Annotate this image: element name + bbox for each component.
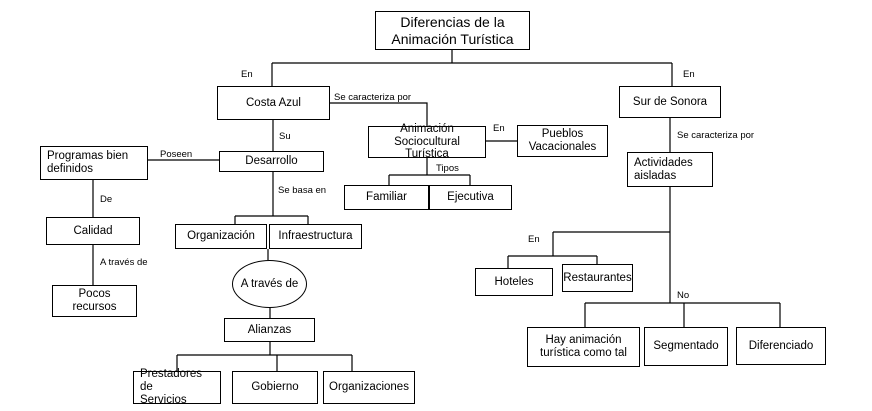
edge-label-en-pueblos: En: [493, 123, 505, 134]
node-diferenciado: Diferenciado: [736, 327, 826, 365]
node-prestadores: Prestadores de Servicios: [133, 368, 221, 406]
node-familiar-label: Familiar: [366, 191, 407, 204]
node-organizaciones-label: Organizaciones: [329, 381, 409, 394]
edge-label-en-hoteles: En: [528, 234, 540, 245]
node-prestadores-label: Prestadores de Servicios: [140, 368, 203, 406]
node-familiar: Familiar: [344, 185, 429, 210]
node-ejecutiva-label: Ejecutiva: [447, 191, 494, 204]
connector-costa-animacion: [330, 102, 428, 126]
node-gobierno: Gobierno: [232, 371, 318, 404]
edge-label-se-basa-en: Se basa en: [278, 185, 327, 196]
connector-animacion-tipos: [388, 158, 471, 185]
connector-title-branches: [271, 50, 673, 86]
node-pueblos-vacacionales: Pueblos Vacacionales: [517, 125, 608, 157]
node-organizacion-label: Organización: [187, 230, 255, 243]
node-infraestructura: Infraestructura: [269, 224, 362, 249]
node-alianzas: Alianzas: [224, 318, 315, 342]
node-calidad: Calidad: [46, 217, 140, 245]
node-ejecutiva: Ejecutiva: [429, 185, 512, 210]
edge-label-poseen: Poseen: [160, 149, 193, 160]
connector-actividades-no: [584, 232, 781, 327]
node-animacion-sociocultural-label: Animación Sociocultural Turística: [394, 122, 460, 161]
node-pocos-recursos: Pocos recursos: [52, 285, 137, 317]
node-desarrollo: Desarrollo: [219, 151, 324, 172]
node-diferenciado-label: Diferenciado: [748, 339, 814, 352]
connector-alianzas-children: [176, 342, 353, 371]
edge-label-tipos: Tipos: [436, 163, 459, 174]
node-sur-de-sonora: Sur de Sonora: [619, 86, 721, 118]
node-costa-azul: Costa Azul: [217, 86, 330, 120]
node-segmentado-label: Segmentado: [653, 340, 719, 353]
node-sur-de-sonora-label: Sur de Sonora: [632, 95, 708, 108]
edge-label-a-traves-de: A través de: [100, 257, 148, 268]
node-segmentado: Segmentado: [644, 327, 728, 366]
node-a-traves-de: A través de: [232, 260, 307, 308]
edge-label-su: Su: [279, 131, 291, 142]
node-calidad-label: Calidad: [73, 224, 113, 237]
node-restaurantes-label: Restaurantes: [563, 271, 632, 284]
node-organizaciones: Organizaciones: [323, 371, 415, 404]
node-hay-animacion-label: Hay animación turística como tal: [540, 334, 627, 359]
node-animacion-sociocultural: Animación Sociocultural Turística: [368, 123, 486, 160]
node-a-traves-de-label: A través de: [240, 278, 299, 290]
node-hay-animacion: Hay animación turística como tal: [527, 327, 640, 367]
node-hoteles: Hoteles: [475, 268, 553, 296]
node-alianzas-label: Alianzas: [247, 323, 292, 336]
connector-actividades-en: [507, 187, 671, 268]
node-programas: Programas bien definidos: [40, 146, 148, 180]
edge-label-de: De: [100, 194, 113, 205]
node-hoteles-label: Hoteles: [494, 275, 534, 288]
node-costa-azul-label: Costa Azul: [246, 96, 301, 109]
node-restaurantes: Restaurantes: [562, 264, 633, 292]
edge-label-en-left: En: [241, 69, 253, 80]
title-box: Diferencias de la Animación Turística: [375, 11, 530, 50]
node-actividades-aisladas-label: Actividades aisladas: [634, 156, 693, 182]
edge-label-se-caracteriza-1: Se caracteriza por: [334, 92, 412, 103]
node-actividades-aisladas: Actividades aisladas: [627, 152, 713, 187]
edge-label-en-right: En: [683, 69, 695, 80]
connector-desarrollo-base: [234, 172, 309, 224]
node-programas-label: Programas bien definidos: [47, 150, 129, 175]
node-infraestructura-label: Infraestructura: [278, 230, 353, 243]
node-pueblos-vacacionales-label: Pueblos Vacacionales: [528, 128, 597, 153]
node-desarrollo-label: Desarrollo: [245, 155, 298, 168]
title-text: Diferencias de la Animación Turística: [391, 14, 514, 47]
node-pocos-recursos-label: Pocos recursos: [72, 288, 117, 313]
edge-label-no: No: [677, 290, 690, 301]
edge-label-se-caracteriza-2: Se caracteriza por: [677, 130, 755, 141]
node-gobierno-label: Gobierno: [251, 381, 299, 394]
node-organizacion: Organización: [175, 224, 267, 249]
